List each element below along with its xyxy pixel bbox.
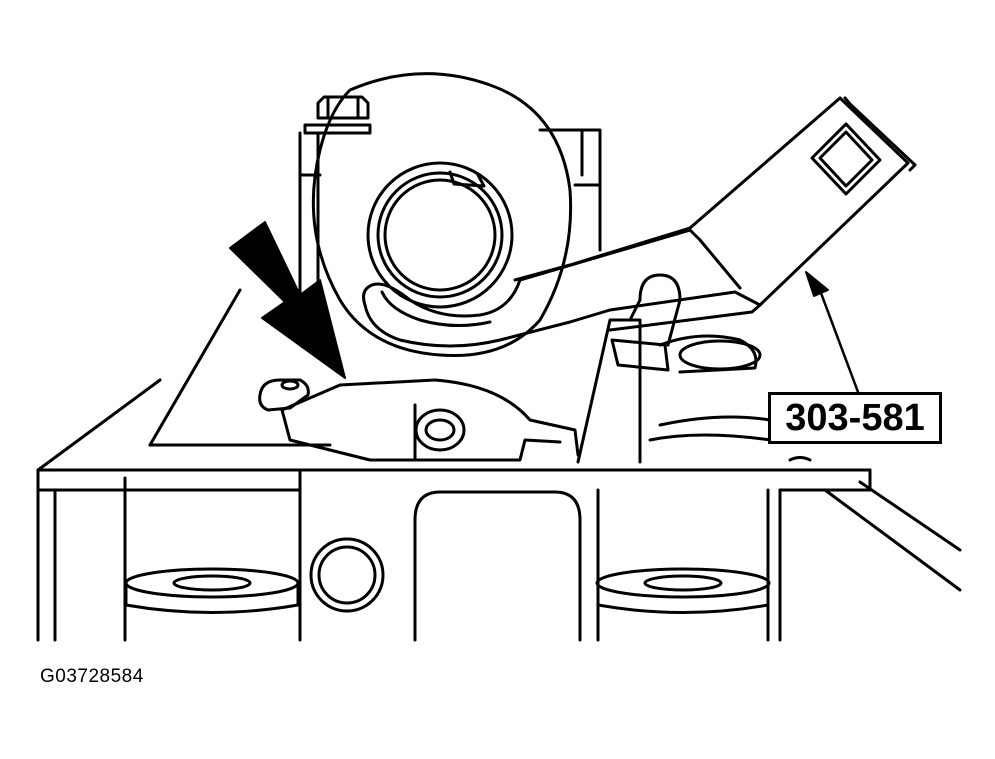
- tool-number-callout: 303-581: [768, 392, 942, 444]
- special-tool-lever: [362, 96, 917, 348]
- bearing-cap: [298, 72, 602, 358]
- leader-arrow: [805, 271, 860, 394]
- valve-stem: [576, 273, 772, 464]
- cylinder-head: [36, 288, 962, 642]
- roller-follower: [258, 378, 580, 462]
- indicator-arrow: [229, 221, 346, 379]
- tool-number-label: 303-581: [785, 397, 925, 439]
- figure-id: G03728584: [40, 666, 144, 687]
